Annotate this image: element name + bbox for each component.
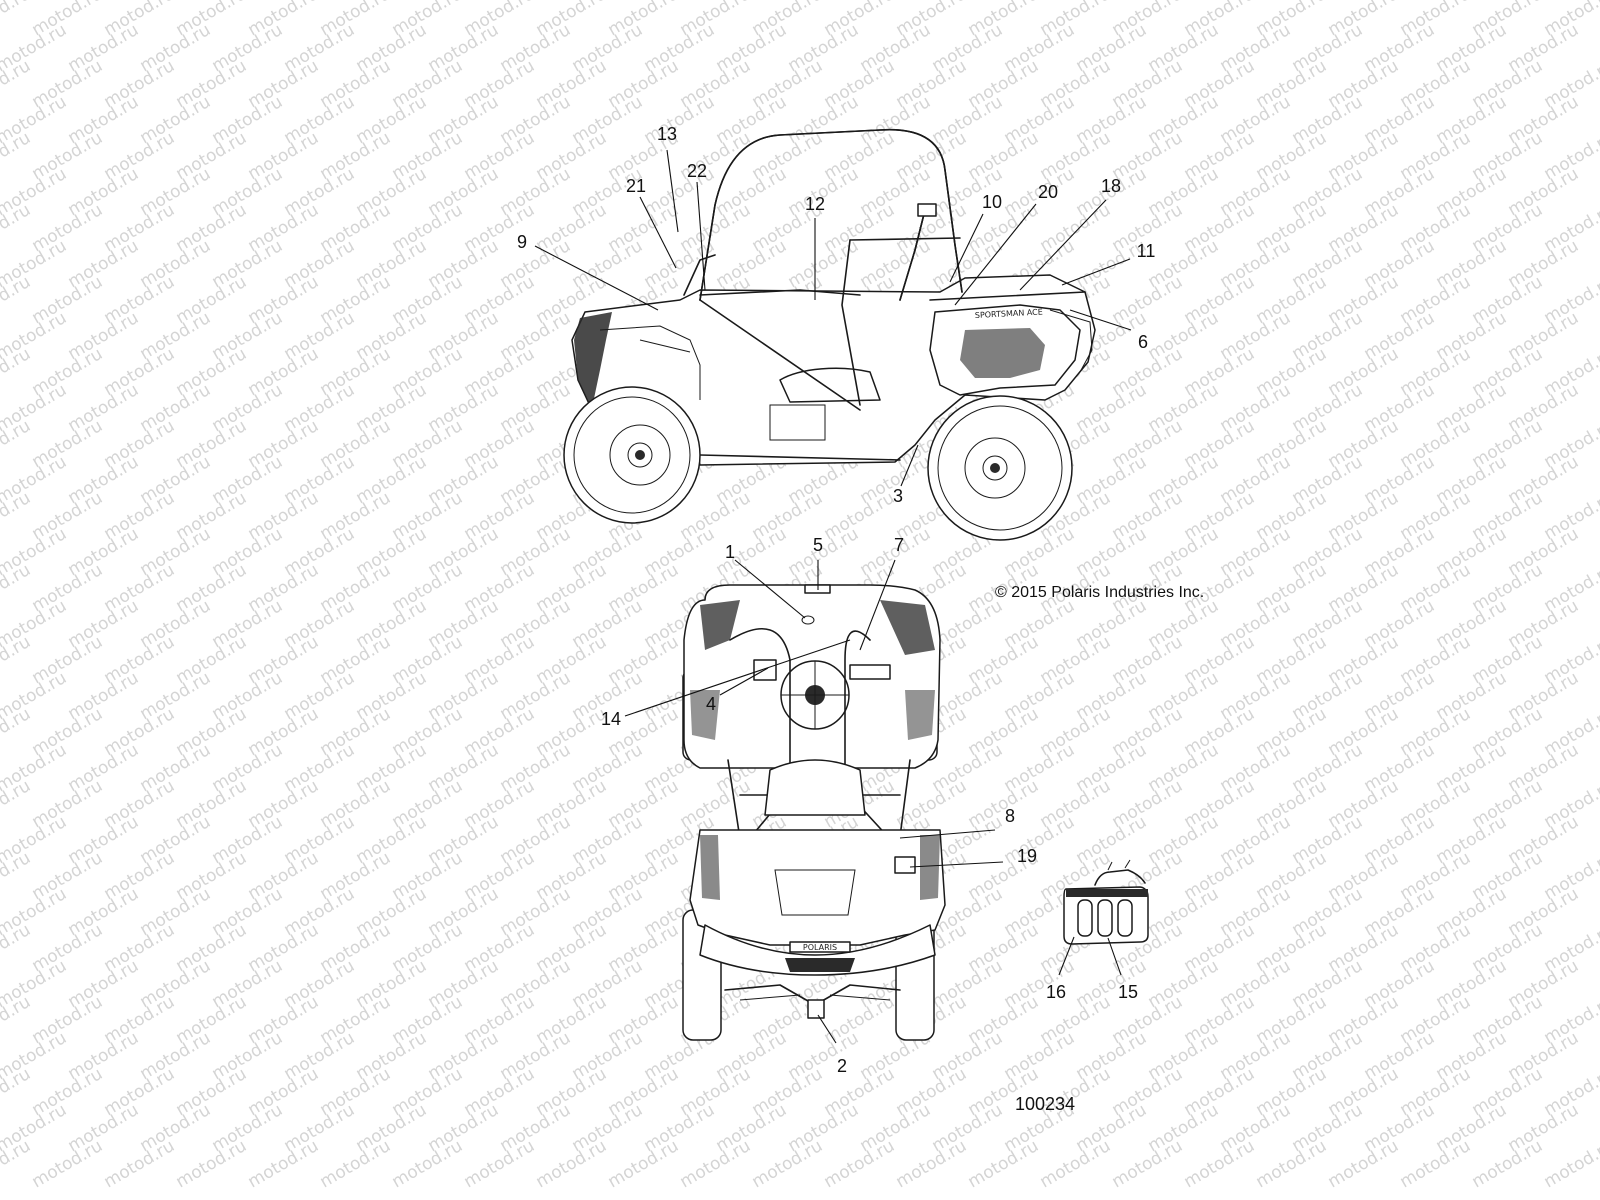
callout-10: 10 bbox=[982, 192, 1002, 212]
callout-5: 5 bbox=[813, 535, 823, 555]
callout-14: 14 bbox=[601, 709, 621, 729]
callout-15: 15 bbox=[1118, 982, 1138, 1002]
callout-12: 12 bbox=[805, 194, 825, 214]
front-brand-decal: POLARIS bbox=[803, 943, 837, 952]
side-view-vehicle: SPORTSMAN ACE bbox=[563, 128, 1096, 541]
callout-6: 6 bbox=[1138, 332, 1148, 352]
callout-8: 8 bbox=[1005, 806, 1015, 826]
callout-13: 13 bbox=[657, 124, 677, 144]
top-view-vehicle: POLARIS bbox=[682, 584, 946, 1041]
callout-22: 22 bbox=[687, 161, 707, 181]
callout-11: 11 bbox=[1137, 241, 1156, 261]
side-model-decal: SPORTSMAN ACE bbox=[975, 307, 1043, 320]
side-view-callouts: 13 22 21 9 12 10 20 18 11 6 3 bbox=[517, 124, 1155, 506]
callout-4: 4 bbox=[706, 694, 716, 714]
callout-3: 3 bbox=[893, 486, 903, 506]
callout-1: 1 bbox=[725, 542, 735, 562]
top-view-callouts: 1 5 7 4 14 8 19 2 bbox=[601, 535, 1037, 1076]
front-wheel bbox=[563, 386, 701, 524]
callout-2: 2 bbox=[837, 1056, 847, 1076]
rear-wheel bbox=[927, 395, 1073, 541]
component-callouts: 16 15 bbox=[1046, 936, 1138, 1002]
watermark-text: motod.ru bbox=[1541, 1136, 1600, 1192]
callout-9: 9 bbox=[517, 232, 527, 252]
component-detail bbox=[1063, 859, 1149, 945]
callout-16: 16 bbox=[1046, 982, 1066, 1002]
copyright-notice: © 2015 Polaris Industries Inc. bbox=[995, 584, 1204, 601]
callout-18: 18 bbox=[1101, 176, 1121, 196]
watermark-text: motod.ru bbox=[0, 0, 34, 40]
callout-21: 21 bbox=[626, 176, 646, 196]
callout-20: 20 bbox=[1038, 182, 1058, 202]
callout-19: 19 bbox=[1017, 846, 1037, 866]
callout-7: 7 bbox=[894, 535, 904, 555]
figure-number: 100234 bbox=[1015, 1094, 1075, 1114]
